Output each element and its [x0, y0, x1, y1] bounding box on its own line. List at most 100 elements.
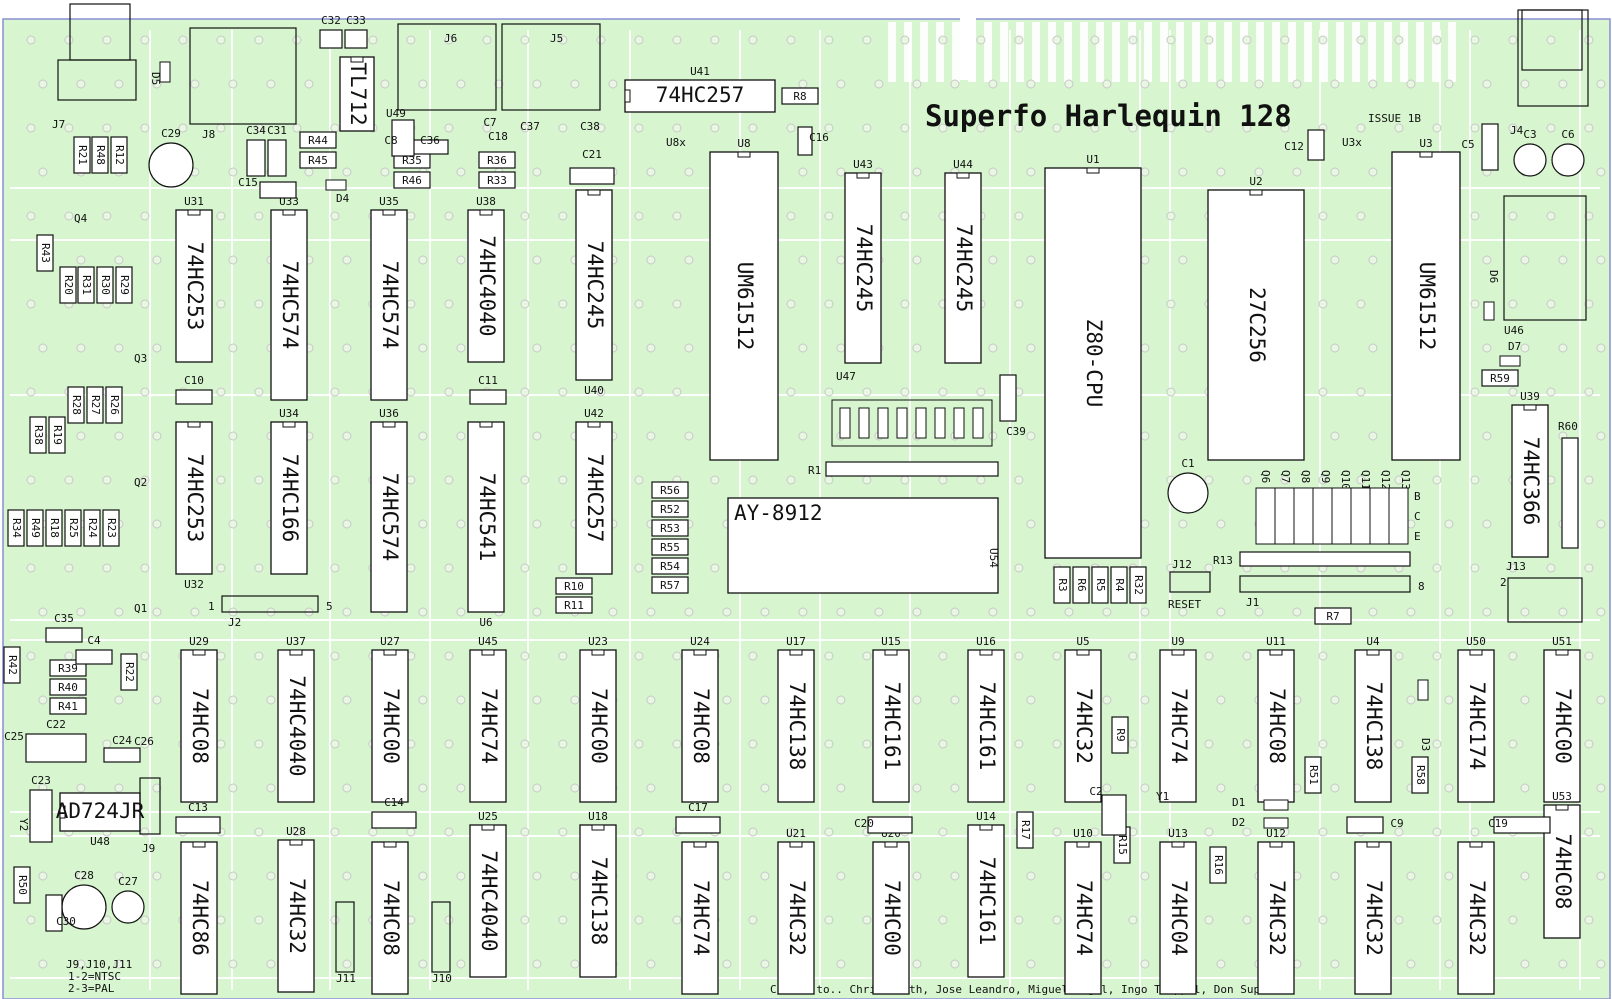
label-b: B	[1414, 490, 1421, 503]
via-hole	[646, 431, 656, 441]
via-hole	[646, 871, 656, 881]
via-hole	[748, 915, 758, 925]
resistor-r44: R44	[299, 131, 337, 149]
chip-notch	[624, 89, 631, 103]
via-hole	[140, 739, 150, 749]
resistor-label: R12	[113, 145, 126, 165]
edge-finger	[1144, 22, 1152, 82]
resistor-r1-body	[825, 461, 999, 477]
chip-ay: AY-8912	[727, 497, 999, 594]
diode-body	[1483, 301, 1495, 321]
via-hole	[1356, 299, 1366, 309]
via-hole	[672, 211, 682, 221]
via-hole	[748, 739, 758, 749]
resistor-r40: R40	[49, 678, 87, 696]
edge-finger	[1448, 22, 1456, 82]
via-hole	[1394, 35, 1404, 45]
resistor-label: R22	[123, 662, 136, 682]
via-hole	[570, 871, 580, 881]
resistor-label: R19	[51, 425, 64, 445]
via-hole	[1064, 607, 1074, 617]
resistor-label: R25	[67, 518, 80, 538]
via-hole	[1330, 79, 1340, 89]
via-hole	[1406, 871, 1416, 881]
via-hole	[102, 739, 112, 749]
chip-ref-label: U29	[189, 635, 209, 648]
via-hole	[342, 431, 352, 441]
resistor-label: R27	[89, 395, 102, 415]
via-hole	[228, 959, 238, 969]
via-hole	[646, 607, 656, 617]
via-hole	[646, 255, 656, 265]
capacitor-label: C34	[246, 124, 266, 137]
chip-part-label: 74HC138	[785, 682, 809, 771]
capacitor-c1: C1	[1167, 457, 1209, 514]
edge-finger	[888, 22, 896, 82]
via-hole	[1470, 35, 1480, 45]
via-hole	[1546, 211, 1556, 221]
chip-part-label: 74HC00	[379, 688, 403, 764]
via-hole	[836, 79, 846, 89]
chip-ref-label: U42	[584, 407, 604, 420]
chip-notch	[350, 56, 364, 63]
resistor-r56: R56	[651, 481, 689, 499]
via-hole	[950, 79, 960, 89]
via-hole	[456, 783, 466, 793]
chip-body	[270, 209, 308, 401]
diode-body	[159, 61, 171, 83]
via-hole	[862, 651, 872, 661]
chip-notch	[1171, 841, 1185, 848]
resistor-r13-label: R13	[1213, 554, 1233, 567]
chip-notch	[884, 649, 898, 656]
via-hole	[114, 959, 124, 969]
resistor-r1-label: R1	[808, 464, 821, 477]
chip-u52: 74HC32U52	[1457, 841, 1495, 999]
capacitor-body	[175, 816, 221, 834]
via-hole	[1166, 123, 1176, 133]
via-hole	[114, 695, 124, 705]
resistor-body	[478, 151, 516, 169]
via-hole	[722, 871, 732, 881]
chip-notch	[187, 209, 201, 216]
resistor-label: R39	[58, 662, 78, 675]
via-hole	[190, 607, 200, 617]
chip-part-label: 74HC00	[587, 688, 611, 764]
chip-ref-label: U11	[1266, 635, 1286, 648]
capacitor-label: C14	[384, 796, 404, 809]
via-hole	[836, 343, 846, 353]
resistor-r58: R58	[1411, 756, 1429, 794]
via-hole	[1318, 211, 1328, 221]
resistor-body	[1561, 437, 1579, 549]
capacitor-c31: C31	[267, 124, 287, 177]
capacitor-c30: C30	[45, 894, 76, 932]
jumper-note-2: 1-2=NTSC	[68, 970, 121, 983]
via-hole	[38, 959, 48, 969]
chip-notch	[591, 649, 605, 656]
via-hole	[862, 739, 872, 749]
via-hole	[646, 959, 656, 969]
via-hole	[748, 827, 758, 837]
chip-ref-label: U21	[786, 827, 806, 840]
via-hole	[1090, 35, 1100, 45]
via-hole	[140, 651, 150, 661]
via-hole	[444, 915, 454, 925]
via-hole	[558, 475, 568, 485]
via-hole	[1014, 211, 1024, 221]
resistor-body	[105, 386, 123, 424]
via-hole	[1482, 255, 1492, 265]
via-hole	[292, 827, 302, 837]
via-hole	[266, 79, 276, 89]
via-hole	[824, 35, 834, 45]
chip-part-label: 74HC541	[475, 473, 499, 562]
via-hole	[786, 35, 796, 45]
chip-body	[277, 839, 315, 993]
chip-body	[1257, 649, 1295, 803]
via-hole	[912, 783, 922, 793]
capacitor-label: C28	[74, 869, 94, 882]
via-hole	[76, 255, 86, 265]
via-hole	[608, 79, 618, 89]
resistor-body	[96, 266, 114, 304]
via-hole	[1014, 123, 1024, 133]
